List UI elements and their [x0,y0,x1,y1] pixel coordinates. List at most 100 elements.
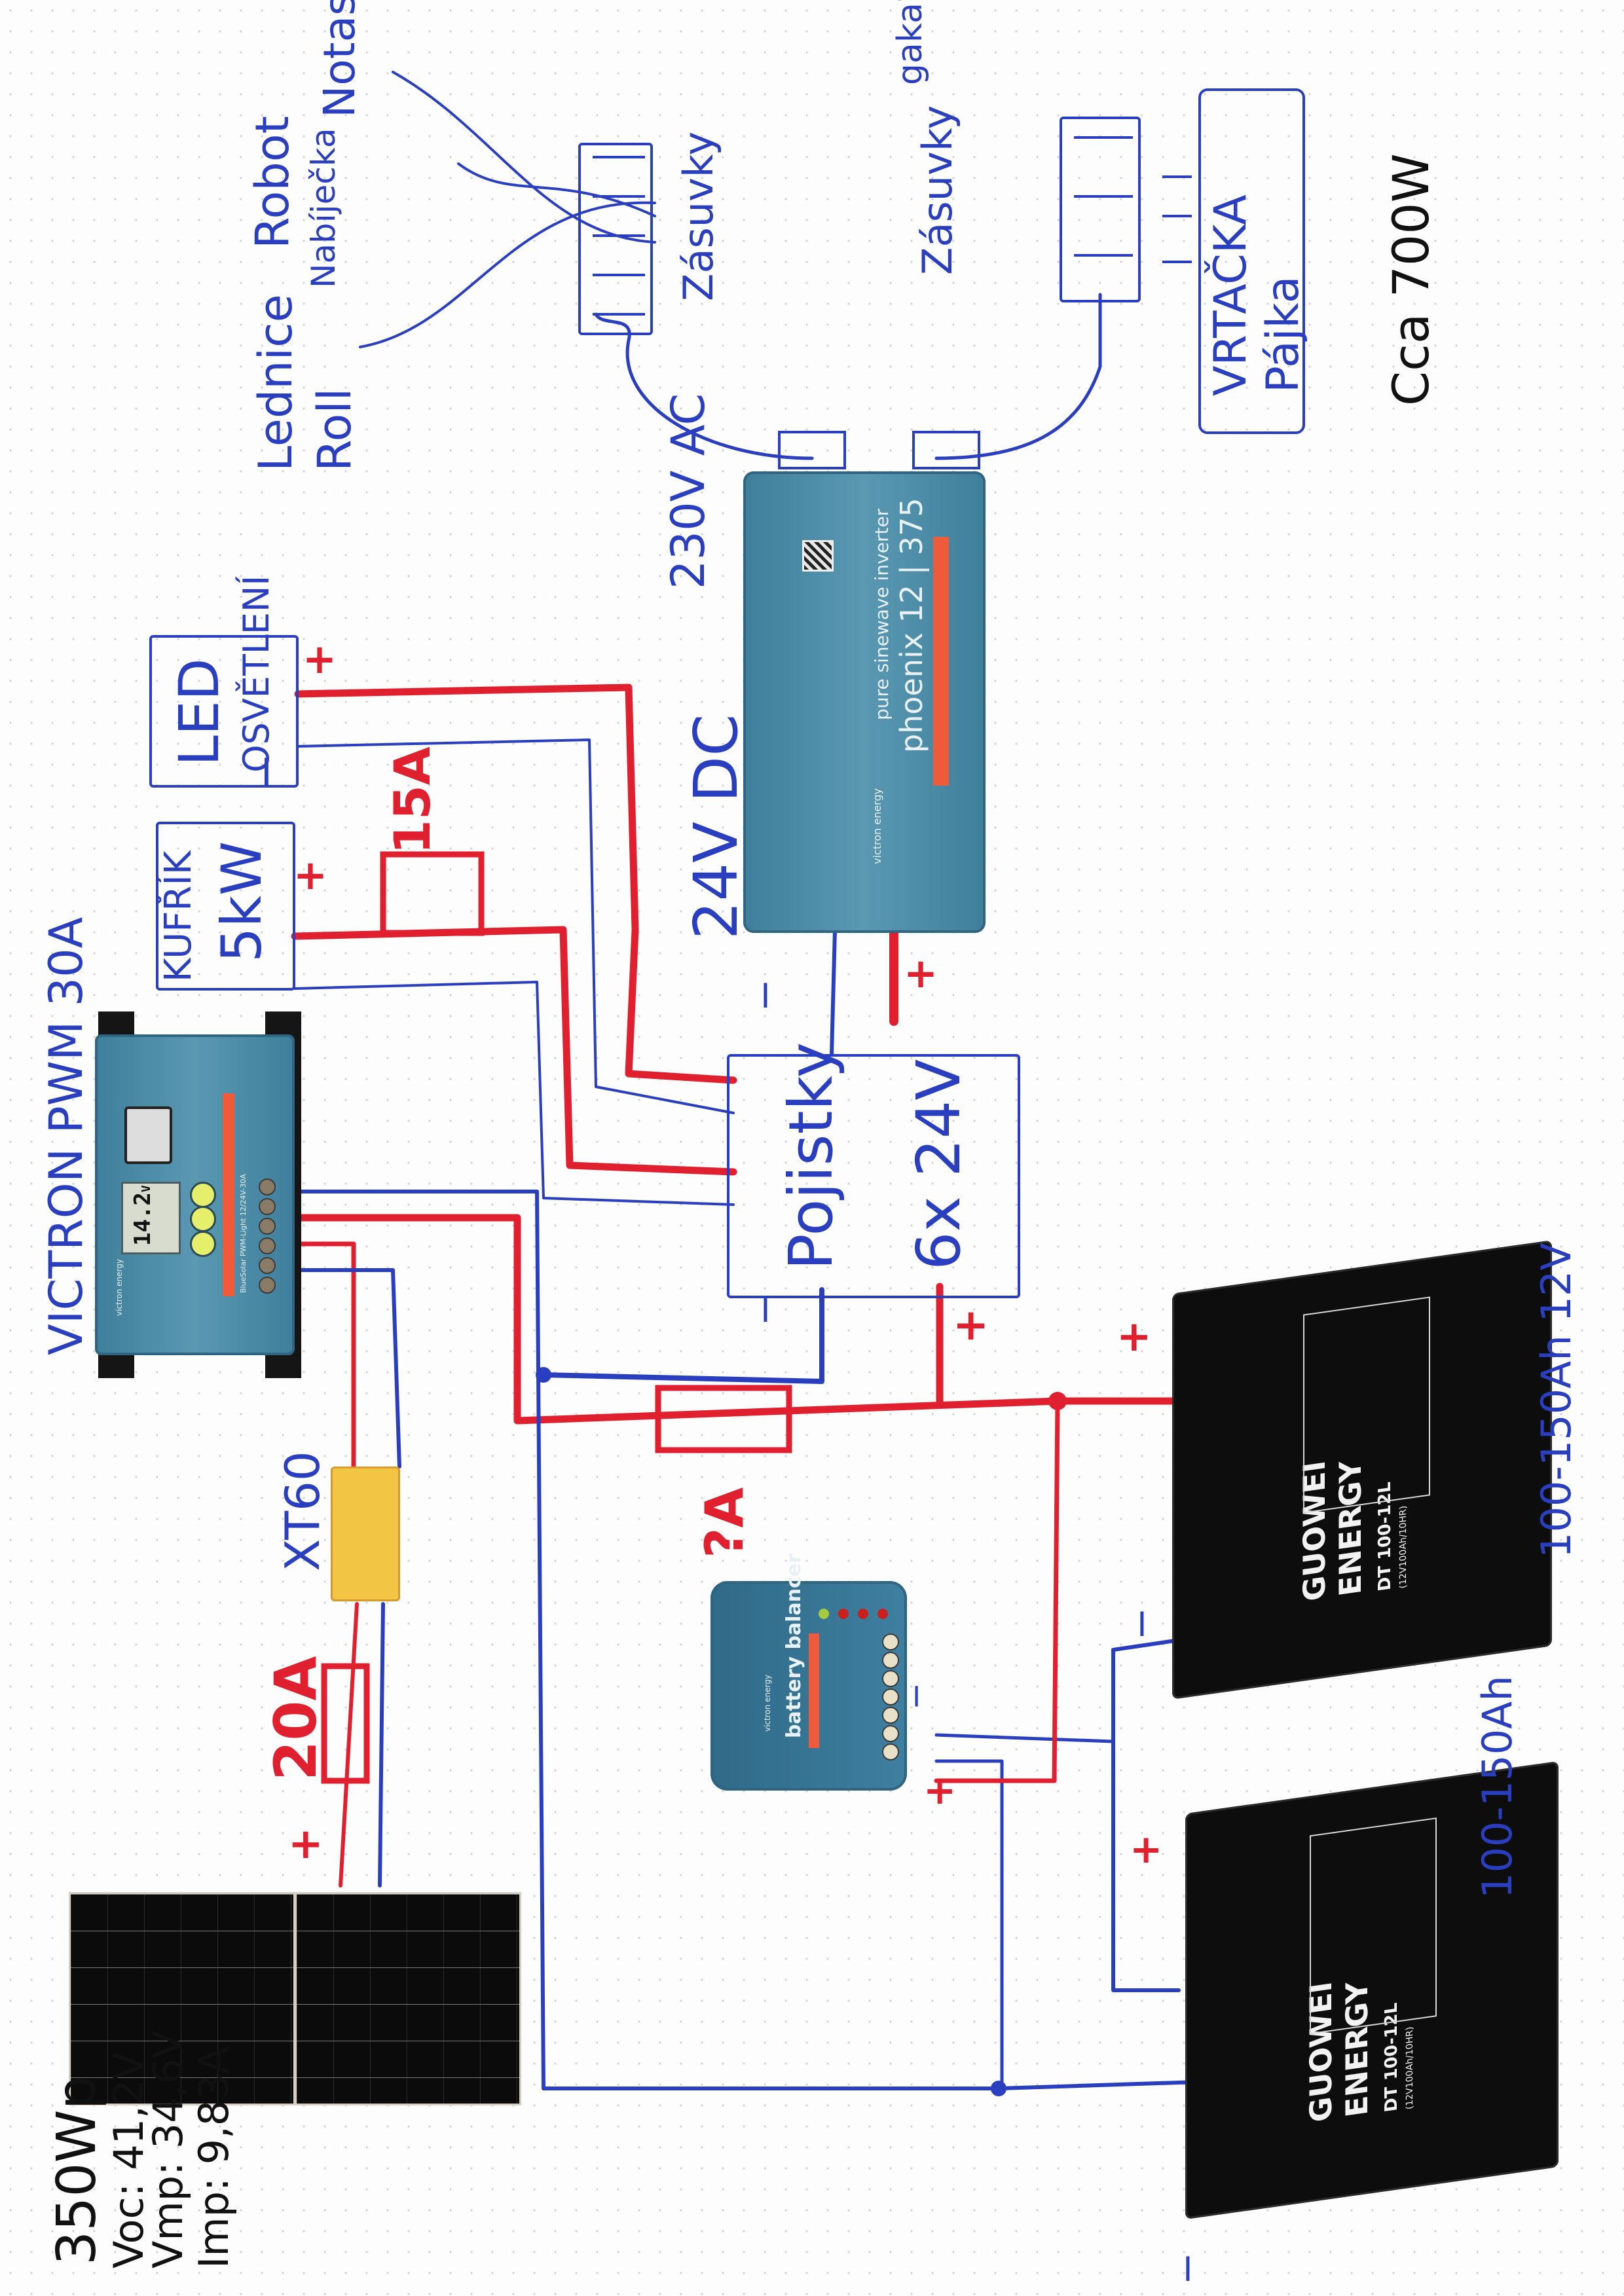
wire-kufrik-positive [291,926,737,1176]
fuse-20a-symbol [321,1663,370,1784]
wire-balancer-mid [934,1733,1115,1743]
balancer-led [819,1609,829,1619]
socket-strip-left [578,143,653,335]
xt60-connector [331,1467,400,1601]
load-led-lighting [149,635,299,788]
socket-total-power: Cca 700W [1382,153,1440,406]
terminal-screw [882,1725,899,1742]
balancer-led [877,1609,888,1619]
battery-spec: (12V100Ah/10HR) [1398,1504,1409,1590]
terminal-screw [259,1257,276,1274]
terminal-screw [259,1218,276,1235]
solar-panel-icon [295,1892,521,2105]
fuse-20a-label: 20A [262,1656,329,1781]
kufrik-label-line2: 5kW [210,841,274,962]
battery-info-label [1310,1817,1437,2035]
battery-2-minus-sign: − [1166,2252,1211,2286]
terminal-screw [882,1652,899,1669]
wire-controller-battery-negative [296,1190,1200,2090]
ac-plug-left [778,431,846,469]
battery-2-note: 100-150Ah [1473,1675,1521,1899]
battery-balancer: battery balancer victron energy [710,1554,907,1791]
accent-stripe [223,1093,234,1296]
wire-controller-pv-positive [295,1241,356,1469]
socket-cable-notas [392,71,656,244]
socket-cable-robot [457,162,656,217]
fuse-15a-label: 15A [383,746,441,854]
wire-fusebox-negative [541,1287,824,1384]
junction-node [991,2081,1006,2096]
junction-node [1048,1392,1067,1410]
usb-ports [124,1106,172,1164]
battery-1-note: 100-150Ah 12V [1532,1243,1580,1558]
terminal-screw [259,1178,276,1195]
wire-pv-positive [339,1602,359,1887]
accent-stripe [933,537,949,786]
balancer-led [858,1609,868,1619]
status-led [190,1206,216,1232]
solar-vmp-label: Vmp: 34,6V [144,2030,192,2269]
socket-device-vrtacka: VRTAČKA [1205,194,1257,396]
wire-inverter-negative [830,928,837,1056]
terminal-screw [259,1237,276,1254]
wire-kufrik-negative [293,981,735,1206]
wire-balancer-pos [934,1398,1060,1783]
controller-brand: victron energy [115,1259,124,1316]
socket-device-lednice: Lednice [249,294,303,471]
inverter-phoenix: pure sinewave inverter phoenix 12 | 375 … [743,471,986,933]
balancer-brand: victron energy [763,1675,772,1732]
fuse-box-label-line2: 6x 24V [904,1059,974,1270]
wire-balancer-neg [934,1759,1004,2090]
led-minus-sign: − [241,753,295,792]
charge-controller: 14.2V BlueSolar PWM-Light 12/24V-30A vic… [95,1034,295,1355]
socket-device-nabijecka: Nabíječka [304,128,342,288]
fuse-box-minus-sign: − [743,1293,789,1326]
battery-1-minus-sign: − [1120,1607,1166,1641]
wire-battery-series [1111,1635,1204,1992]
terminal-screw [882,1707,899,1724]
socket-right-note: gaka? [891,0,930,85]
ac-wire-right [934,293,1102,460]
junction-node [536,1367,551,1383]
fuse-box-plus-sign: + [953,1300,989,1350]
kufrik-plus-sign: + [293,851,327,899]
balancer-minus-sign: − [898,1683,936,1710]
ac-plug-right [912,431,980,469]
ac-wire-left [594,312,814,460]
terminal-screw [882,1743,899,1760]
wire-pv-negative [378,1602,385,1887]
battery-2-plus-sign: + [1130,1827,1163,1872]
led-label-line2: OSVĚTLENÍ [236,575,277,773]
terminal-screw [259,1198,276,1215]
charge-controller-label: VICTRON PWM 30A [39,917,93,1355]
controller-product-text: BlueSolar PWM-Light 12/24V-30A [239,1174,248,1293]
battery-info-label [1303,1296,1430,1514]
lcd-value: 14.2 [130,1192,156,1246]
xt60-label: XT60 [275,1451,330,1571]
terminal-screw [259,1277,276,1294]
socket-device-notas: Notas [314,0,365,118]
solar-power-label: 350Wp [46,2075,108,2265]
fuse-box [727,1054,1020,1298]
inverter-minus-sign: − [743,979,789,1012]
controller-lcd: 14.2V [121,1182,181,1254]
terminal-screw [882,1670,899,1687]
fuse-main-label: ?A [694,1487,755,1558]
fuse-15a-symbol [380,851,485,936]
solar-imp-label: Imp: 9,83A [190,2046,238,2269]
status-led [190,1231,216,1257]
terminal-screw [882,1688,899,1705]
socket-right-devices-box [1198,88,1305,434]
kufrik-label-line1: KUFŘÍK [157,850,200,982]
socket-device-roll: Roll [308,388,361,471]
battery-1: GUOWEI ENERGY DT 100-12L (12V100Ah/10HR) [1172,1240,1552,1700]
balancer-led [838,1609,849,1619]
lcd-unit: V [139,1185,153,1193]
fuse-main-symbol [655,1385,792,1453]
inverter-brand: victron energy [871,788,883,864]
solar-panel-icon [69,1892,295,2105]
load-kufrik [156,822,295,991]
led-label-line1: LED [167,658,231,766]
inverter-plus-sign: + [904,949,938,997]
